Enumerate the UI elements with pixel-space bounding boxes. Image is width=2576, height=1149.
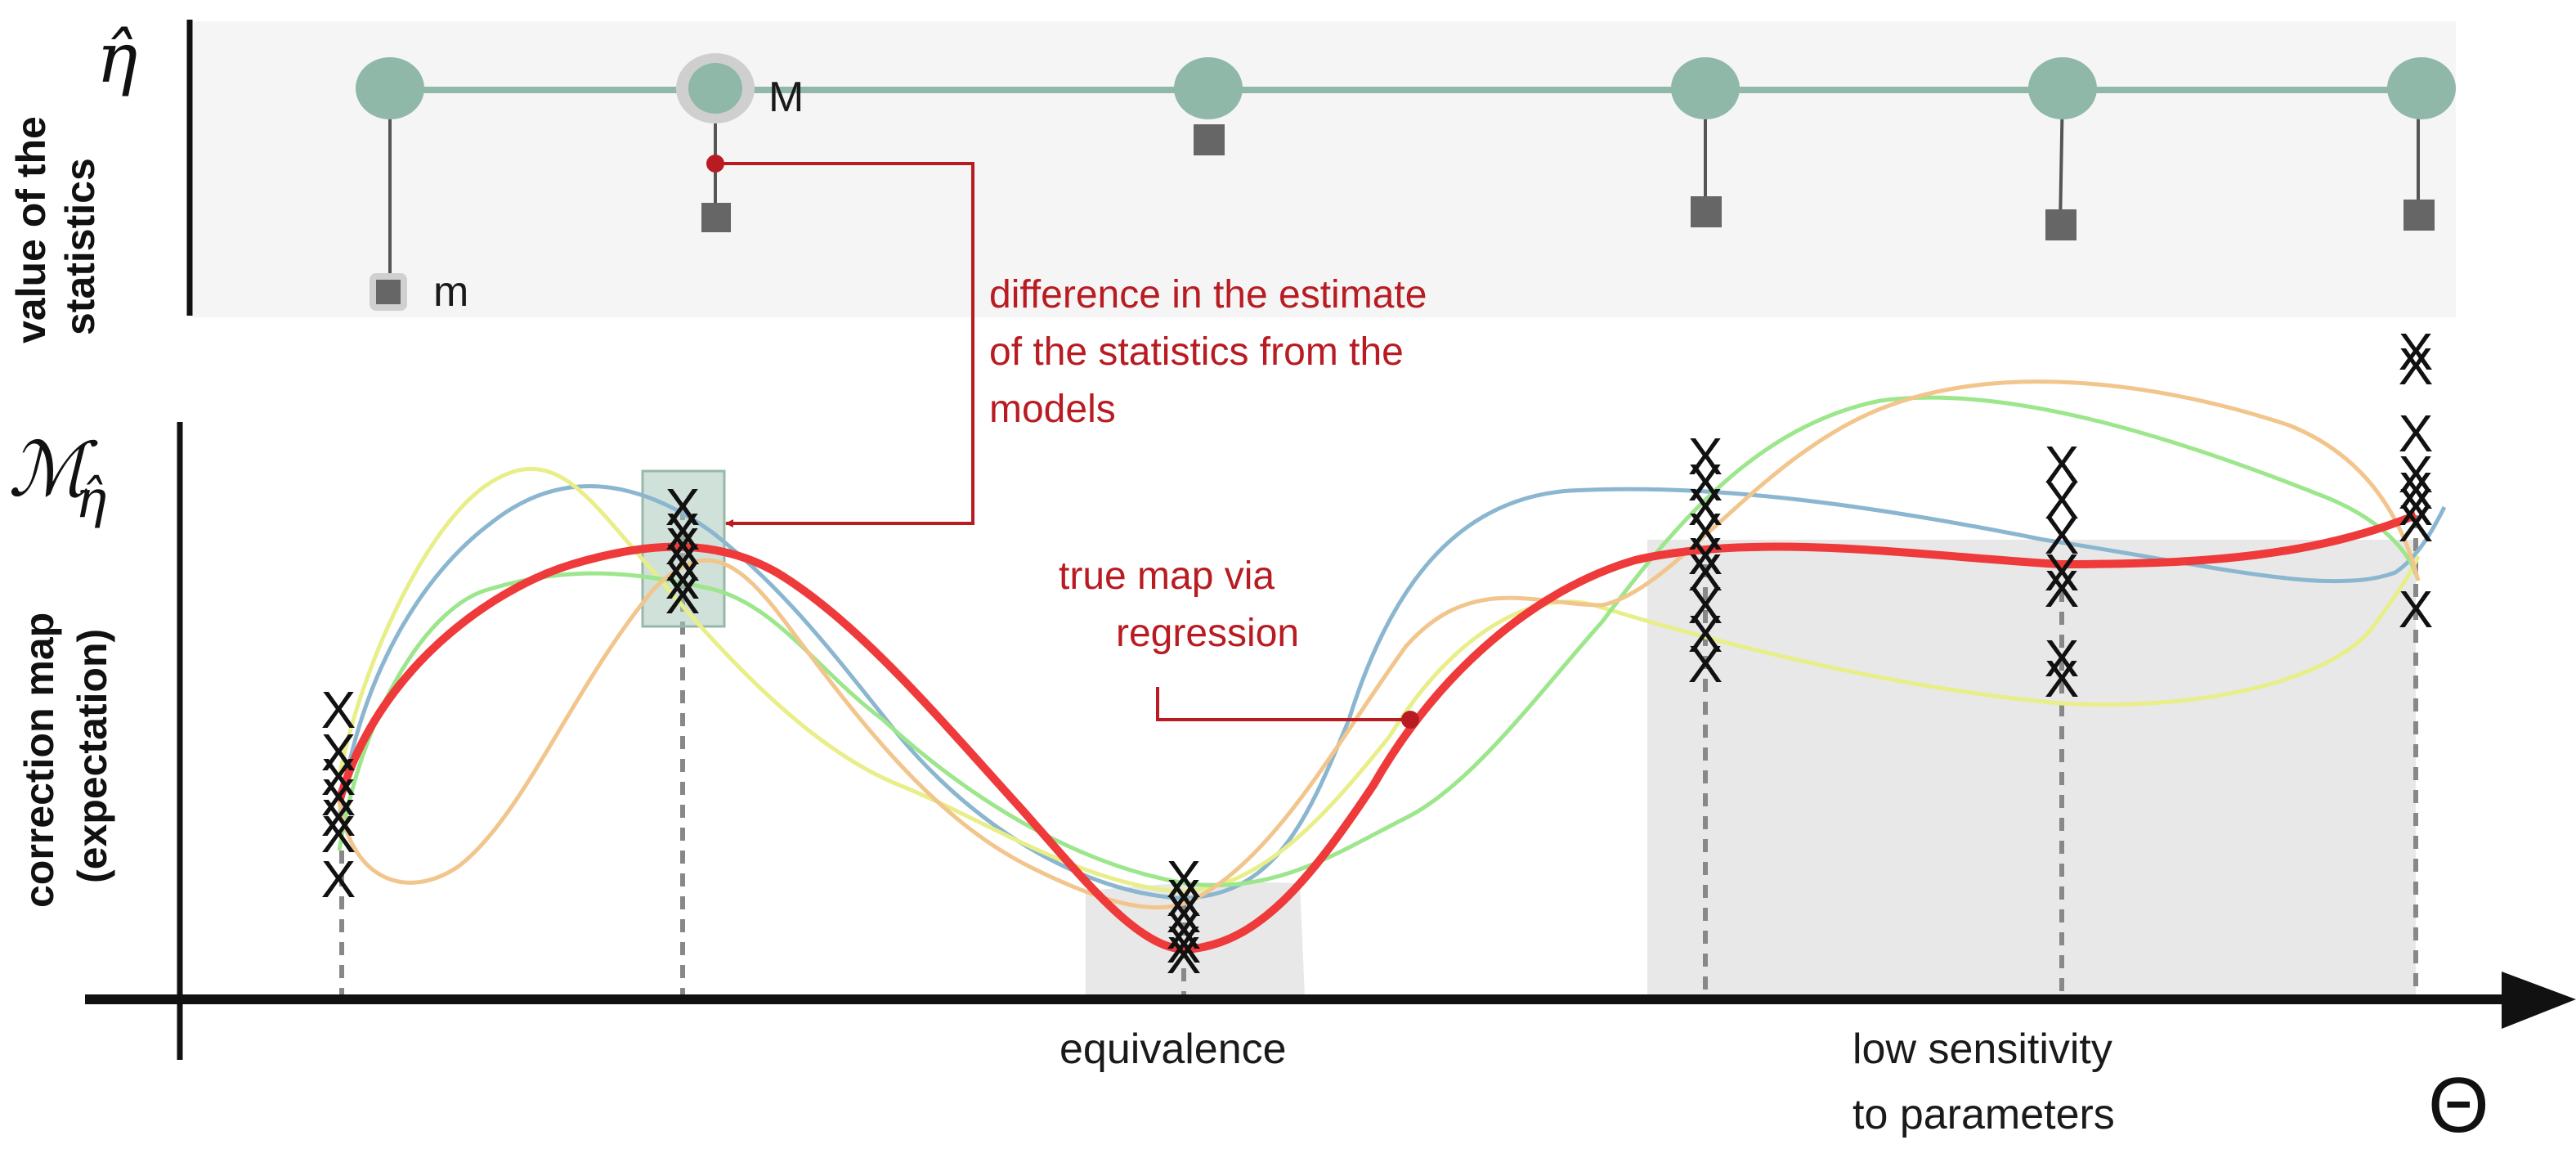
model-estimate-square (376, 280, 401, 304)
statistic-node (1174, 57, 1243, 119)
difference-connector-dot (706, 155, 724, 173)
simulation-x-markers: XXXXXXXXXXXXXXXXXXXXXXXXXXXXXXXXXXXXXXXX… (321, 322, 2434, 985)
statistic-node (2028, 57, 2097, 119)
statistic-node (2387, 57, 2456, 119)
difference-connector-arrow (715, 162, 974, 527)
model-estimate-square (1194, 124, 1225, 155)
simulation-x-marker: X (1167, 926, 1202, 985)
low-sensitivity-shaded-region (1647, 540, 2416, 996)
simulation-x-marker: X (2045, 435, 2080, 494)
simulation-x-marker: X (1688, 427, 1723, 486)
eta-hat-label: η̂ (96, 18, 137, 98)
max-label: M (768, 74, 804, 121)
model-curve-yellow (337, 466, 2421, 894)
model-estimate-square (2045, 209, 2076, 240)
true-map-curve (335, 511, 2417, 954)
simulation-x-marker: X (321, 788, 356, 847)
simulation-x-marker: X (1688, 478, 1723, 536)
true-map-annotation-line2: regression (1116, 612, 1299, 655)
min-label: m (433, 268, 468, 316)
simulation-x-marker: X (1688, 635, 1723, 693)
x-axis-arrowhead (2502, 972, 2576, 1029)
simulation-x-marker: X (321, 850, 356, 909)
statistics-ylabel-line2: statistics (57, 158, 103, 335)
simulation-x-marker: X (2045, 559, 2080, 618)
true-map-connector (1156, 687, 1410, 721)
simulation-x-marker: X (665, 533, 701, 592)
model-estimate-square (1691, 196, 1722, 227)
simulation-x-marker: X (1167, 915, 1202, 974)
simulation-x-marker: X (1688, 453, 1723, 512)
simulation-x-marker: X (665, 502, 701, 561)
model-estimate-square (701, 203, 731, 232)
simulation-x-marker: X (2399, 494, 2434, 553)
model-estimate-square (2404, 200, 2435, 231)
max-model-x-marker: X (665, 478, 701, 536)
difference-annotation-line3: models (989, 388, 1116, 431)
simulation-x-marker: X (321, 723, 356, 782)
correction-map-symbol: ℳ (8, 426, 98, 514)
difference-annotation-line2: of the statistics from the (989, 330, 1404, 374)
statistic-node (1671, 57, 1740, 119)
simulation-x-marker: X (1167, 850, 1202, 909)
simulation-x-marker: X (2045, 471, 2080, 530)
statistic-node (688, 63, 742, 114)
simulation-x-marker: X (321, 680, 356, 739)
simulation-x-marker: X (1688, 604, 1723, 663)
simulation-x-marker: X (2399, 322, 2434, 381)
simulation-x-marker: X (2045, 629, 2080, 688)
theta-axis-label: Θ (2428, 1061, 2489, 1145)
simulation-x-marker: X (321, 747, 356, 806)
model-curve-blue (337, 484, 2447, 900)
simulation-x-marker: X (1688, 502, 1723, 561)
statistics-ylabel-line1: value of the (8, 116, 54, 343)
simulation-x-marker: X (1688, 543, 1723, 602)
simulation-x-marker: X (321, 768, 356, 827)
true-map-connector-dot (1401, 711, 1419, 729)
simulation-x-marker: X (1167, 901, 1202, 960)
simulation-x-marker: X (665, 478, 701, 536)
difference-annotation-line1: difference in the estimate (989, 273, 1427, 316)
correction-map-ylabel-line2: (expectation) (69, 629, 115, 883)
true-map-annotation-line1: true map via (1059, 554, 1275, 598)
simulation-x-marker: X (2045, 506, 2080, 565)
simulation-x-marker: X (2399, 478, 2434, 536)
simulation-x-marker: X (2399, 337, 2434, 396)
simulation-x-marker: X (2045, 649, 2080, 708)
simulation-x-marker: X (665, 566, 701, 625)
simulation-x-marker: X (2399, 404, 2434, 463)
simulation-x-marker: X (2045, 543, 2080, 602)
simulation-x-marker: X (665, 551, 701, 610)
simulation-x-marker: X (2399, 461, 2434, 520)
simulation-x-marker: X (1688, 576, 1723, 635)
simulation-x-marker: X (665, 517, 701, 576)
simulation-x-marker: X (1167, 885, 1202, 944)
equivalence-label: equivalence (1060, 1026, 1287, 1073)
equivalence-shaded-region (1086, 882, 1305, 996)
simulation-x-marker: X (2399, 445, 2434, 504)
simulation-x-marker: X (2399, 580, 2434, 639)
low-sensitivity-label-line1: low sensitivity (1852, 1026, 2112, 1073)
correction-map-ylabel-line1: correction map (16, 613, 62, 908)
low-sensitivity-label-line2: to parameters (1852, 1091, 2115, 1138)
model-curve-orange (337, 379, 2421, 910)
statistic-node (356, 57, 424, 119)
simulation-x-marker: X (1167, 868, 1202, 927)
correction-map-subscript: η̂ (75, 469, 106, 530)
simulation-x-marker: X (1688, 527, 1723, 586)
simulation-x-marker: X (321, 805, 356, 864)
